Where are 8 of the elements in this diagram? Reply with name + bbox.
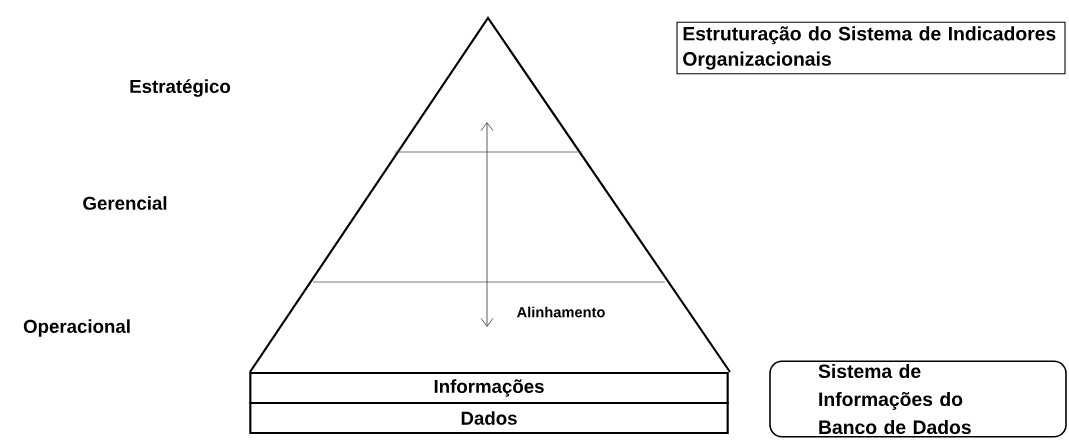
- layer-box: Dados: [249, 401, 729, 435]
- system-box: Sistema de Informações do Banco de Dados: [769, 360, 1067, 438]
- layer-box: Informações: [249, 371, 729, 405]
- level-label: Estratégico: [130, 79, 231, 97]
- level-label: Operacional: [23, 319, 130, 337]
- level-label: Gerencial: [83, 196, 167, 210]
- title-box: Estruturação do Sistema de Indicadores Organizacionais: [676, 21, 1066, 75]
- arrow-label: Alinhamento: [516, 306, 605, 318]
